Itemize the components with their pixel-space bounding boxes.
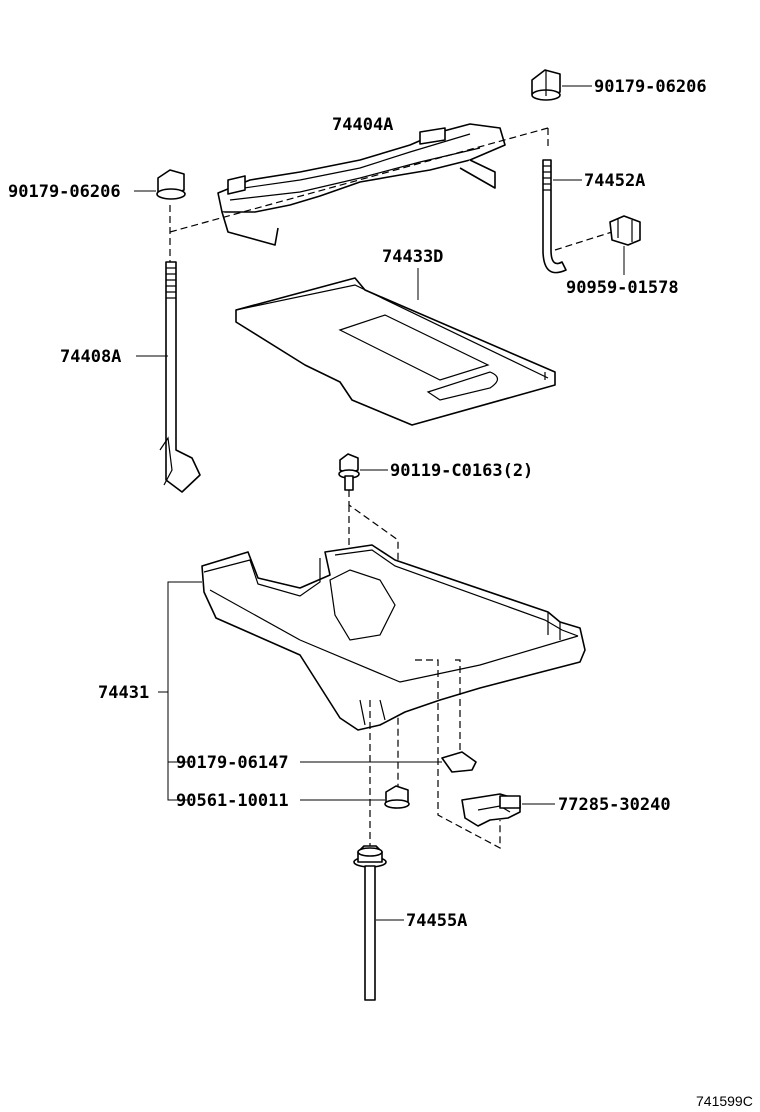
align-line-clip	[554, 231, 613, 251]
label-bolt-bottom: 74455A	[406, 911, 467, 931]
nut-left	[156, 169, 186, 200]
nut-tray	[441, 751, 477, 773]
nut-top-right	[531, 69, 561, 101]
clamp-bottom	[461, 793, 521, 827]
label-insulator: 74433D	[382, 247, 443, 267]
label-rod-left: 74408A	[60, 347, 121, 367]
battery-tray	[201, 544, 586, 731]
align-bolt-top	[348, 490, 399, 800]
clip-right	[609, 215, 641, 246]
hold-down-clamp	[217, 123, 506, 246]
label-clamp-bottom: 77285-30240	[558, 795, 671, 815]
label-rod-right: 74452A	[584, 171, 645, 191]
label-tray: 74431	[98, 683, 149, 703]
label-hold-down-clamp: 74404A	[332, 115, 393, 135]
align-nut-tray	[455, 659, 461, 750]
label-nut-top-right: 90179-06206	[594, 77, 707, 97]
grommet	[384, 785, 410, 809]
bolt-bottom	[353, 845, 387, 1001]
rod-right	[542, 159, 567, 274]
rod-left	[159, 261, 201, 493]
label-clip-right: 90959-01578	[566, 278, 679, 298]
label-nut-tray: 90179-06147	[176, 753, 289, 773]
bolt-top	[338, 453, 360, 491]
label-grommet: 90561-10011	[176, 791, 289, 811]
label-nut-left: 90179-06206	[8, 182, 121, 202]
insulator-plate	[235, 277, 556, 426]
align-clamp-bottom	[415, 659, 501, 849]
bracket-tray	[167, 581, 202, 801]
figure-code: 741599C	[696, 1093, 753, 1109]
label-bolt-top: 90119-C0163(2)	[390, 461, 533, 481]
